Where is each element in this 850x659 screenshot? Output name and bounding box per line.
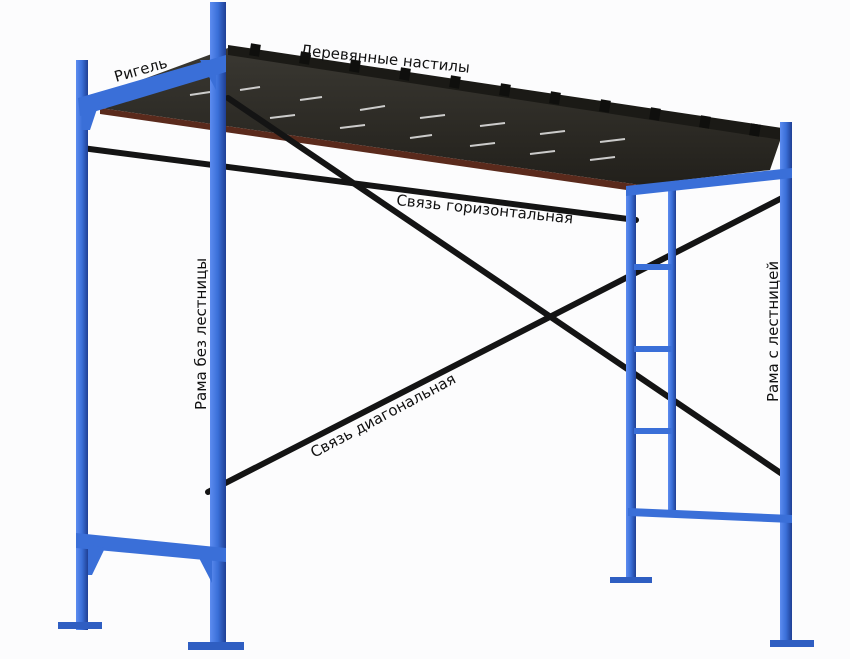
diagonal-braces bbox=[205, 95, 791, 495]
frame-without-ladder bbox=[58, 2, 244, 650]
label-diagonal-brace: Связь диагональная bbox=[307, 370, 458, 462]
label-frame-with-ladder: Рама с лестницей bbox=[764, 261, 782, 402]
frame-with-ladder bbox=[610, 122, 814, 647]
label-horizontal-brace: Связь горизонтальная bbox=[396, 191, 575, 227]
wooden-deck bbox=[100, 43, 782, 192]
label-frame-without-ladder: Рама без лестницы bbox=[192, 258, 210, 410]
